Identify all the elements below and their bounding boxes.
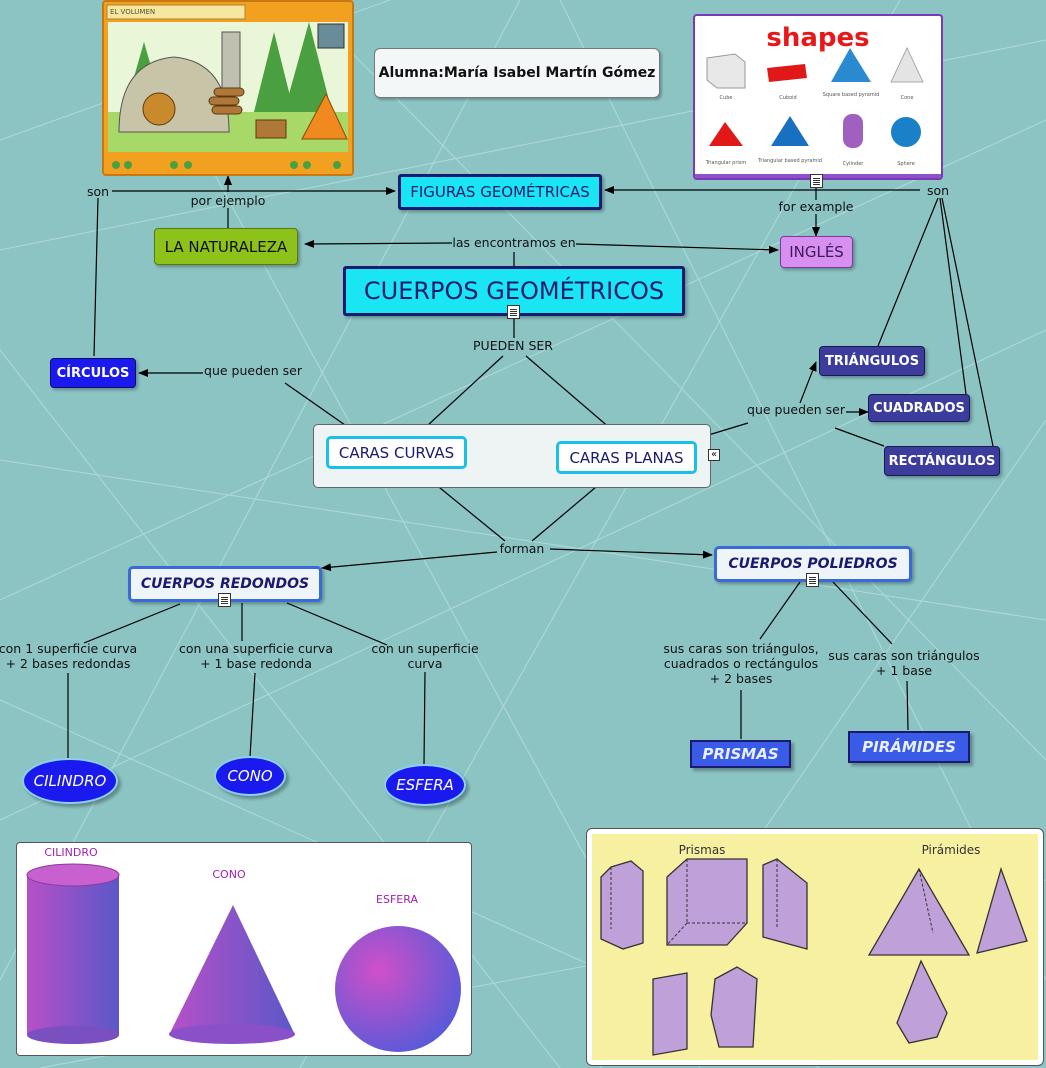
author-label: Alumna:María Isabel Martín Gómez (378, 65, 656, 81)
node-label: CARAS PLANAS (569, 448, 684, 467)
link-label: sus caras son triángulos, cuadrados o re… (663, 641, 819, 686)
node-label: CUERPOS GEOMÉTRICOS (363, 277, 665, 305)
node-ingles[interactable]: INGLÉS (780, 236, 853, 268)
node-cuadrados[interactable]: CUADRADOS (868, 394, 970, 422)
link-label: con un superficie curva (371, 641, 479, 671)
node-circulos[interactable]: CÍRCULOS (50, 358, 136, 388)
collapse-icon[interactable]: « (708, 449, 720, 461)
shapes-title: shapes (766, 23, 869, 53)
volumen-title: EL VOLUMEN (110, 8, 155, 16)
shape-caption: Triangular prism (705, 160, 747, 166)
shape-caption: Triangular based pyramid (757, 158, 822, 164)
link-label: son (926, 183, 950, 198)
solids-image: CILINDRO CONO ESFERA (16, 842, 472, 1056)
node-caras-planas[interactable]: CARAS PLANAS (556, 441, 697, 474)
link-label: que pueden ser (747, 402, 845, 417)
node-cono[interactable]: CONO (214, 756, 286, 796)
volumen-scene: EL VOLUMEN (106, 4, 348, 172)
solids-drawing: CILINDRO CONO ESFERA (26, 846, 461, 1052)
node-label: CUERPOS POLIEDROS (728, 556, 898, 572)
node-la-naturaleza[interactable]: LA NATURALEZA (154, 228, 298, 265)
link-label: for example (778, 199, 854, 214)
shape-caption: Cylinder (843, 161, 865, 167)
node-label: CÍRCULOS (56, 365, 130, 381)
node-label: TRIÁNGULOS (824, 353, 920, 369)
node-label: FIGURAS GEOMÉTRICAS (410, 183, 590, 201)
node-label: INGLÉS (789, 243, 844, 261)
shape-caption: Cube (720, 95, 733, 101)
polyhedra-image: Prismas Pirámides (586, 828, 1044, 1066)
shape-caption: Cuboid (779, 95, 796, 101)
link-label: PUEDEN SER (473, 338, 553, 353)
link-label: forman (499, 541, 545, 556)
node-label: CUADRADOS (873, 400, 965, 416)
shapes-chart: shapes Cube Cuboid Square based pyramid … (695, 23, 941, 178)
node-caras-curvas[interactable]: CARAS CURVAS (326, 436, 467, 469)
esfera-caption: ESFERA (376, 893, 418, 906)
node-label: PRISMAS (702, 745, 779, 763)
node-label: CILINDRO (33, 772, 107, 790)
link-label: las encontramos en (452, 235, 576, 250)
shape-caption: Cone (901, 95, 914, 101)
link-label: son (86, 184, 110, 199)
node-label: ESFERA (396, 776, 454, 794)
node-cilindro[interactable]: CILINDRO (22, 758, 118, 804)
link-label: con 1 superficie curva + 2 bases redonda… (0, 641, 138, 671)
shapes-image: shapes Cube Cuboid Square based pyramid … (693, 14, 943, 180)
volumen-image: EL VOLUMEN (102, 0, 354, 176)
shape-caption: Sphere (897, 161, 915, 167)
node-trianguloes[interactable]: TRIÁNGULOS (819, 346, 925, 376)
link-label: que pueden ser (204, 363, 302, 378)
author-box: Alumna:María Isabel Martín Gómez (374, 48, 660, 98)
link-label: con una superficie curva + 1 base redond… (179, 641, 333, 671)
node-esfera[interactable]: ESFERA (384, 764, 466, 806)
link-label: por ejemplo (190, 193, 266, 208)
piramides-caption: Pirámides (922, 843, 981, 857)
document-icon[interactable] (507, 305, 520, 319)
node-label: CARAS CURVAS (338, 443, 455, 462)
node-label: CONO (227, 767, 273, 785)
node-label: PIRÁMIDES (862, 738, 956, 756)
node-figuras-geometricas[interactable]: FIGURAS GEOMÉTRICAS (398, 174, 602, 210)
node-rectangulos[interactable]: RECTÁNGULOS (884, 446, 1000, 476)
document-icon[interactable] (806, 573, 819, 587)
node-prismas[interactable]: PRISMAS (690, 740, 791, 768)
prismas-caption: Prismas (679, 843, 726, 857)
node-piramides[interactable]: PIRÁMIDES (848, 731, 970, 763)
polyhedra-drawing: Prismas Pirámides (592, 834, 1038, 1060)
shape-caption: Square based pyramid (823, 92, 880, 98)
document-icon[interactable] (810, 174, 823, 188)
link-label: sus caras son triángulos + 1 base (828, 648, 980, 678)
cilindro-caption: CILINDRO (44, 846, 98, 859)
node-label: LA NATURALEZA (164, 237, 288, 256)
cono-caption: CONO (212, 868, 246, 881)
document-icon[interactable] (218, 593, 231, 607)
node-label: RECTÁNGULOS (888, 453, 996, 469)
node-label: CUERPOS REDONDOS (140, 576, 310, 592)
